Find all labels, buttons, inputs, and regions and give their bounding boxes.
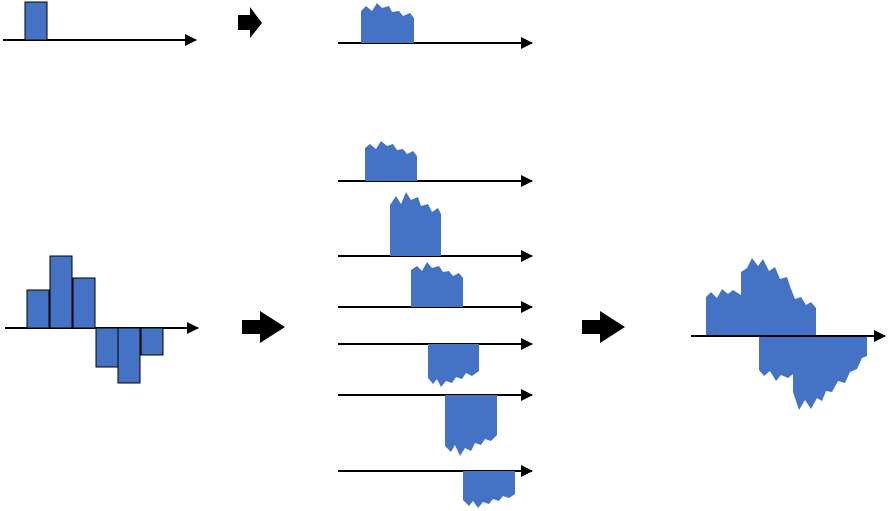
response-shape bbox=[365, 141, 417, 181]
response-shape bbox=[445, 395, 497, 456]
response-row-6 bbox=[338, 465, 533, 508]
input-sequence bbox=[5, 255, 199, 384]
response-row-5 bbox=[338, 389, 533, 456]
output-positive-shape bbox=[706, 258, 816, 336]
impulse-response-output bbox=[338, 3, 533, 49]
summed-output bbox=[691, 258, 886, 410]
response-row-4 bbox=[338, 338, 533, 387]
response-row-2 bbox=[338, 192, 533, 262]
right-block-arrow-icon bbox=[238, 7, 262, 38]
input-bar bbox=[72, 277, 96, 329]
input-bar bbox=[140, 327, 164, 356]
impulse-bar bbox=[24, 1, 48, 41]
response-shape bbox=[390, 192, 441, 256]
response-row-3 bbox=[338, 262, 533, 313]
right-block-arrow-icon bbox=[242, 311, 285, 343]
input-bar bbox=[95, 327, 119, 368]
single-impulse-input bbox=[3, 1, 197, 46]
impulse-response-shape bbox=[361, 3, 414, 43]
response-shape bbox=[411, 262, 463, 307]
right-block-arrow-icon bbox=[582, 311, 625, 343]
input-bar bbox=[26, 289, 50, 329]
response-shape bbox=[428, 344, 479, 387]
input-bar bbox=[49, 255, 73, 329]
response-shape bbox=[463, 471, 515, 508]
output-negative-shape bbox=[759, 336, 867, 410]
response-row-1 bbox=[338, 141, 533, 187]
input-bar bbox=[117, 327, 141, 384]
